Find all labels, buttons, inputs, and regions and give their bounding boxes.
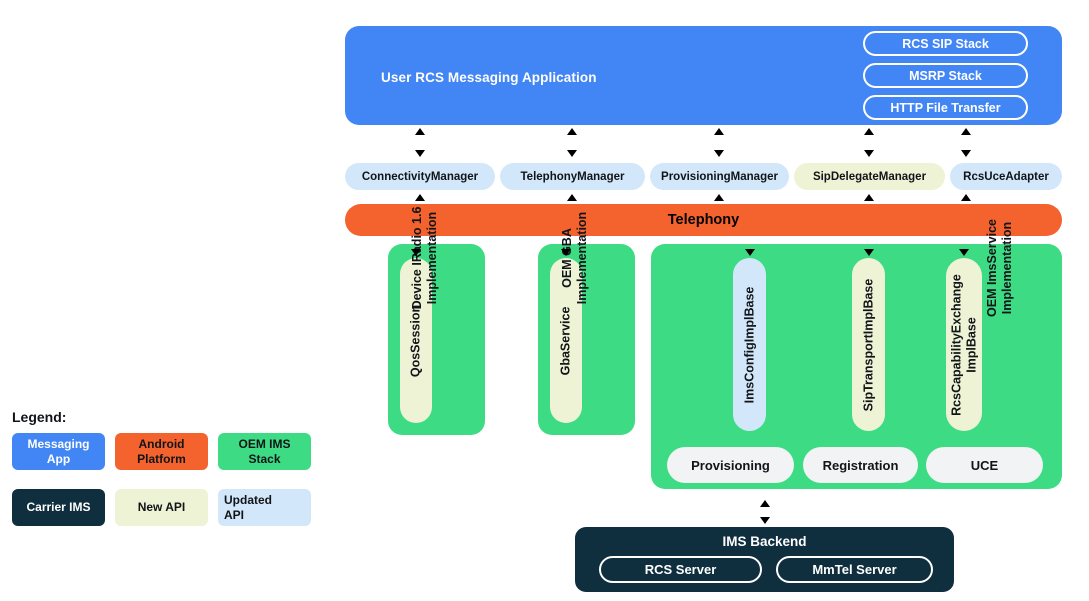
capsule-siptransportimplbase[interactable]: SipTransportImplBase	[852, 258, 885, 431]
server-pill-rcs-server[interactable]: RCS Server	[599, 556, 762, 583]
arrow-up-provisioning	[714, 128, 724, 135]
service-pill-uce[interactable]: UCE	[926, 447, 1043, 483]
legend-item-carrier-ims: Carrier IMS	[12, 489, 105, 526]
arrow-up-to-imsservice	[760, 500, 770, 507]
arrow-down-to-siptransport	[864, 249, 874, 256]
android-platform-telephony-bar: Telephony	[345, 204, 1062, 236]
capsule-siptransportimplbase-label: SipTransportImplBase	[861, 278, 876, 411]
arrow-down-to-qossession	[411, 249, 421, 256]
arrow-down-sipdelegate	[864, 150, 874, 157]
capsule-imsconfigimplbase[interactable]: ImsConfigImplBase	[733, 258, 766, 431]
user-rcs-messaging-application-block	[345, 26, 1062, 125]
oem-block-device-iradio-label: Device IRadio 1.6 Implementation	[410, 206, 439, 310]
manager-pill-telephonymanager[interactable]: TelephonyManager	[500, 163, 645, 190]
service-pill-provisioning[interactable]: Provisioning	[667, 447, 794, 483]
manager-pill-connectivitymanager[interactable]: ConnectivityManager	[345, 163, 495, 190]
stack-pill-http-file-transfer[interactable]: HTTP File Transfer	[863, 95, 1028, 120]
legend-item-updated-api: Updated API	[218, 489, 311, 526]
manager-pill-rcsuceadapter[interactable]: RcsUceAdapter	[950, 163, 1062, 190]
server-pill-mmtel-server[interactable]: MmTel Server	[776, 556, 933, 583]
arrow-up-connectivity	[415, 128, 425, 135]
arrow-up-rcsuce	[961, 128, 971, 135]
arrow-down-provisioning	[714, 150, 724, 157]
arrow-up-telephony-to-telephony	[567, 194, 577, 201]
manager-pill-provisioningmanager[interactable]: ProvisioningManager	[650, 163, 789, 190]
legend-item-android-platform: Android Platform	[115, 433, 208, 470]
oem-block-gba-label: OEM GBA Implementation	[560, 211, 589, 305]
arrow-down-connectivity	[415, 150, 425, 157]
ims-backend-title: IMS Backend	[722, 534, 807, 549]
stack-pill-msrp-stack[interactable]: MSRP Stack	[863, 63, 1028, 88]
arrow-up-telephony	[567, 128, 577, 135]
arrow-up-provisioning-to-telephony	[714, 194, 724, 201]
legend-item-oem-ims-stack: OEM IMS Stack	[218, 433, 311, 470]
stack-pill-rcs-sip-stack[interactable]: RCS SIP Stack	[863, 31, 1028, 56]
arrow-down-telephony	[567, 150, 577, 157]
legend-title: Legend:	[12, 409, 67, 425]
arrow-down-rcsuce	[961, 150, 971, 157]
arrow-down-to-gbaservice	[561, 249, 571, 256]
capsule-rcscapabilityexchangeimplbase[interactable]: RcsCapabilityExchange ImplBase	[946, 258, 982, 431]
arrow-down-to-rcscapability	[959, 249, 969, 256]
legend-item-messaging-app: Messaging App	[12, 433, 105, 470]
arrow-up-sipdelegate	[864, 128, 874, 135]
service-pill-registration[interactable]: Registration	[803, 447, 918, 483]
arrow-up-sipdelegate-to-telephony	[864, 194, 874, 201]
legend-item-new-api: New API	[115, 489, 208, 526]
oem-block-imsservice-label: OEM ImsService Implementation	[985, 219, 1014, 317]
arrow-up-connectivity-to-telephony	[415, 194, 425, 201]
arrow-up-rcsuce-to-telephony	[961, 194, 971, 201]
arrow-down-to-imsconfig	[745, 249, 755, 256]
capsule-qossession[interactable]: QosSession	[400, 258, 432, 423]
app-block-title: User RCS Messaging Application	[381, 69, 597, 85]
manager-pill-sipdelegatemanager[interactable]: SipDelegateManager	[794, 163, 945, 190]
capsule-imsconfigimplbase-label: ImsConfigImplBase	[742, 286, 757, 403]
capsule-gbaservice[interactable]: GbaService	[550, 258, 582, 423]
capsule-rcscapabilityexchangeimplbase-label: RcsCapabilityExchange ImplBase	[949, 273, 978, 416]
arrow-down-to-imsbackend	[760, 517, 770, 524]
